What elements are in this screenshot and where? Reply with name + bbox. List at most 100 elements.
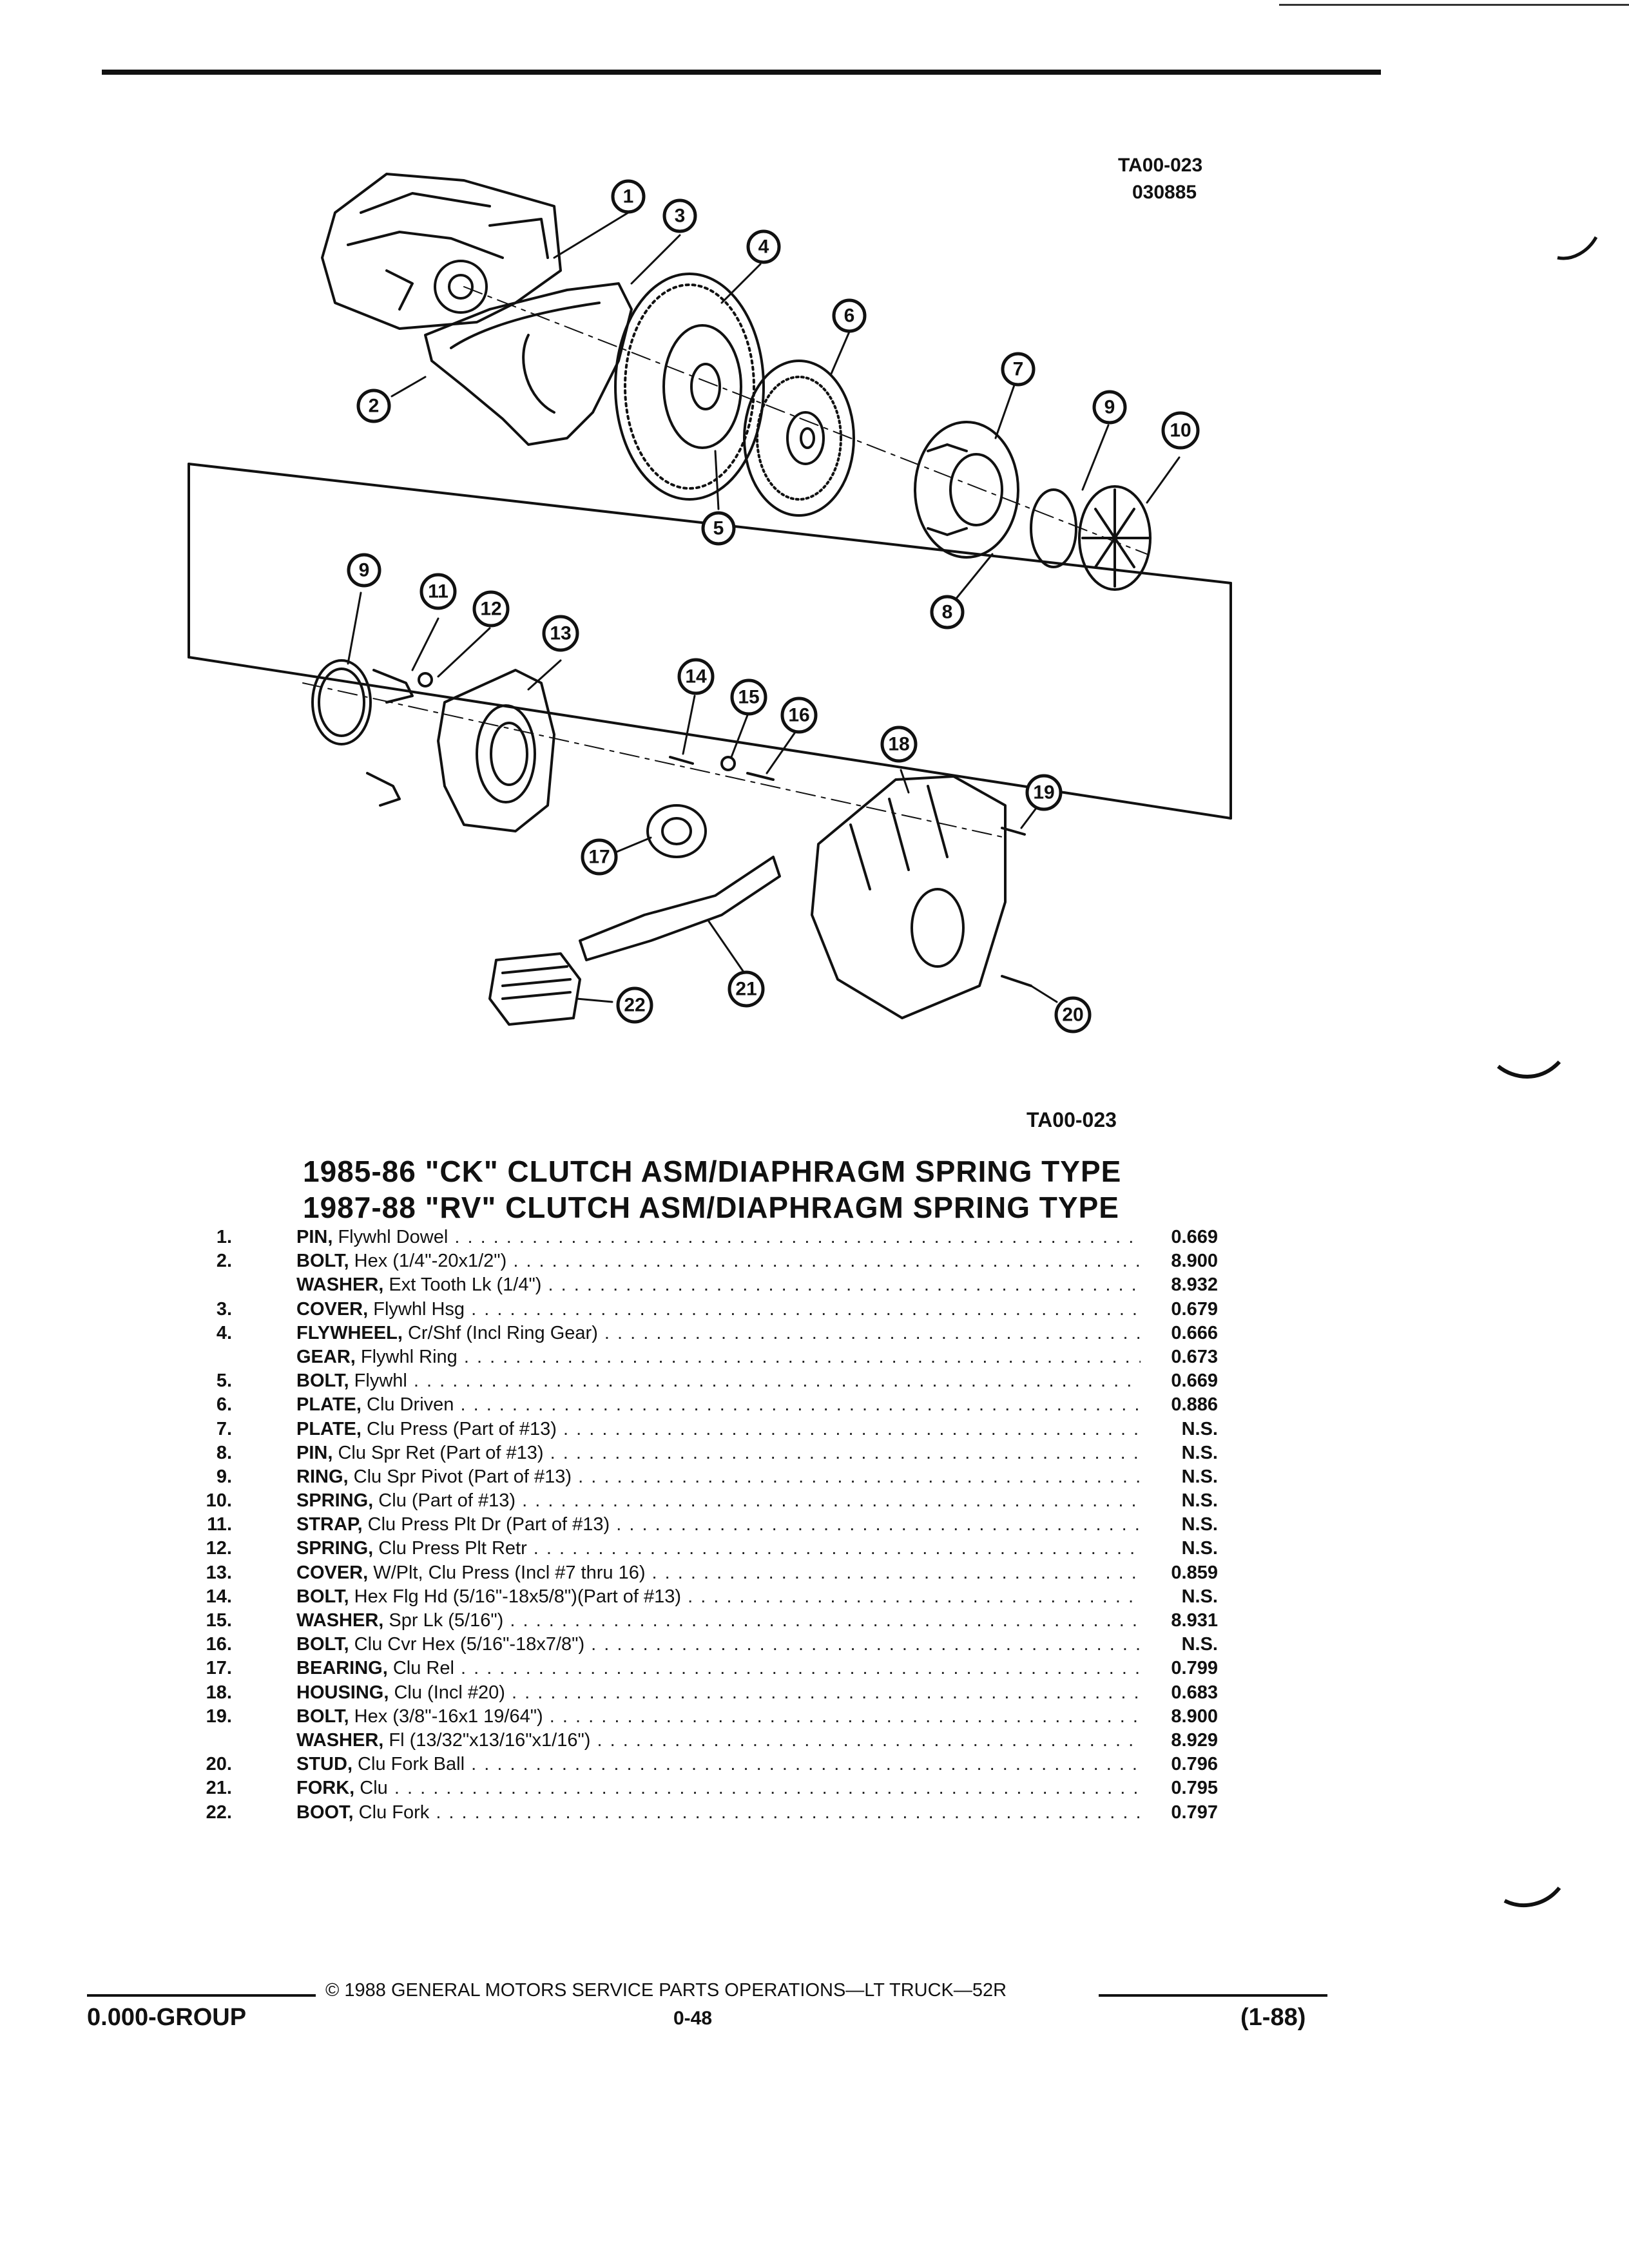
leader-dots: . . . . . . . . . . . . . . . . . . . . … — [688, 1586, 1141, 1607]
part-noun: SPRING, — [296, 1538, 374, 1559]
leader-dots: . . . . . . . . . . . . . . . . . . . . … — [454, 1227, 1141, 1247]
center-lines — [302, 286, 1148, 838]
part-row: 6.PLATE, Clu Driven . . . . . . . . . . … — [187, 1393, 1218, 1417]
part-row: WASHER, Ext Tooth Lk (1/4") . . . . . . … — [187, 1273, 1218, 1297]
leader-dots: . . . . . . . . . . . . . . . . . . . . … — [550, 1442, 1141, 1463]
flywheel-cover — [424, 282, 633, 446]
part-description: BOLT, Hex Flg Hd (5/16"-18x5/8")(Part of… — [296, 1585, 1141, 1609]
part-noun: BOLT, — [296, 1586, 349, 1607]
part-number-index: 7. — [216, 1418, 232, 1439]
part-noun: FORK, — [296, 1778, 355, 1799]
part-modifier: Hex (3/8"-16x1 19/64") — [349, 1706, 543, 1727]
part-row: 16.BOLT, Clu Cvr Hex (5/16"-18x7/8") . .… — [187, 1633, 1218, 1657]
svg-text:16: 16 — [788, 705, 809, 726]
part-description: STRAP, Clu Press Plt Dr (Part of #13) . … — [296, 1513, 1141, 1537]
engine-block — [321, 173, 562, 330]
part-noun: WASHER, — [296, 1274, 384, 1296]
callout-19: 19 — [1025, 774, 1063, 811]
callout-6: 6 — [832, 298, 867, 333]
part-description: WASHER, Spr Lk (5/16") . . . . . . . . .… — [296, 1609, 1141, 1633]
svg-text:22: 22 — [624, 995, 645, 1016]
top-rule — [102, 70, 1381, 75]
callout-7: 7 — [1001, 352, 1036, 387]
margin-mark-2 — [1497, 1060, 1561, 1079]
callout-22: 22 — [616, 986, 653, 1024]
part-modifier: Fl (13/32"x13/16"x1/16") — [383, 1729, 591, 1751]
svg-text:3: 3 — [675, 206, 686, 227]
figure-id-top: TA00-023 — [1118, 155, 1203, 176]
part-number-index: 12. — [206, 1538, 232, 1559]
part-number-index: 2. — [216, 1251, 232, 1272]
title-line-1: 1985-86 "CK" CLUTCH ASM/DIAPHRAGM SPRING… — [303, 1155, 1122, 1188]
part-modifier: Clu (Incl #20) — [389, 1682, 505, 1703]
callout-18: 18 — [880, 726, 918, 763]
footer-copyright: © 1988 GENERAL MOTORS SERVICE PARTS OPER… — [325, 1980, 1007, 2001]
callout-2: 2 — [356, 389, 391, 423]
part-modifier: Flywhl — [349, 1370, 407, 1392]
callout-10: 10 — [1161, 411, 1200, 450]
part-row: WASHER, Fl (13/32"x13/16"x1/16") . . . .… — [187, 1729, 1218, 1753]
group-number: N.S. — [1181, 1466, 1218, 1487]
pivot-ring-top — [1030, 485, 1152, 591]
driven-plate — [743, 360, 855, 517]
svg-text:15: 15 — [738, 687, 759, 708]
leader-dots: . . . . . . . . . . . . . . . . . . . . … — [413, 1370, 1141, 1392]
group-number: 0.799 — [1171, 1658, 1218, 1679]
footer-date-code: (1-88) — [1240, 2004, 1306, 2031]
leader-dots: . . . . . . . . . . . . . . . . . . . . … — [471, 1754, 1141, 1775]
callout-11: 11 — [419, 573, 457, 610]
part-modifier: Hex (1/4"-20x1/2") — [349, 1251, 507, 1272]
svg-text:7: 7 — [1013, 359, 1024, 380]
part-modifier: Clu — [354, 1778, 388, 1799]
part-description: BOOT, Clu Fork . . . . . . . . . . . . .… — [296, 1801, 1141, 1825]
callout-1: 1 — [611, 179, 646, 214]
svg-text:19: 19 — [1033, 782, 1054, 803]
svg-text:21: 21 — [735, 979, 757, 1000]
leader-dots: . . . . . . . . . . . . . . . . . . . . … — [436, 1802, 1141, 1823]
part-row: 20.STUD, Clu Fork Ball . . . . . . . . .… — [187, 1753, 1218, 1776]
group-number: 0.679 — [1171, 1298, 1218, 1320]
part-modifier: Flywhl Dowel — [333, 1227, 448, 1247]
part-number-index: 11. — [207, 1514, 232, 1535]
leader-dots: . . . . . . . . . . . . . . . . . . . . … — [597, 1729, 1141, 1751]
part-number-index: 10. — [206, 1490, 232, 1512]
part-row: 21.FORK, Clu . . . . . . . . . . . . . .… — [187, 1776, 1218, 1800]
svg-text:18: 18 — [888, 734, 909, 755]
part-description: BOLT, Clu Cvr Hex (5/16"-18x7/8") . . . … — [296, 1633, 1141, 1657]
footer-group: 0.000-GROUP — [87, 2004, 247, 2031]
clutch-housing — [811, 775, 1007, 1019]
part-description: BOLT, Flywhl . . . . . . . . . . . . . .… — [296, 1369, 1141, 1393]
svg-text:9: 9 — [359, 560, 370, 581]
leader-dots: . . . . . . . . . . . . . . . . . . . . … — [510, 1610, 1141, 1631]
group-number: 0.669 — [1171, 1370, 1218, 1392]
svg-text:5: 5 — [713, 518, 724, 539]
part-row: GEAR, Flywhl Ring . . . . . . . . . . . … — [187, 1345, 1218, 1369]
group-number: 8.929 — [1171, 1729, 1218, 1751]
svg-text:9: 9 — [1104, 397, 1115, 418]
fork-boot — [488, 952, 581, 1026]
part-row: 17.BEARING, Clu Rel . . . . . . . . . . … — [187, 1657, 1218, 1680]
part-noun: WASHER, — [296, 1729, 384, 1751]
callout-16: 16 — [780, 697, 818, 734]
pressure-cover — [437, 669, 555, 832]
part-modifier: Clu Press (Part of #13) — [361, 1418, 557, 1439]
leader-dots: . . . . . . . . . . . . . . . . . . . . … — [563, 1418, 1141, 1439]
part-modifier: Clu Fork — [353, 1802, 430, 1823]
part-noun: WASHER, — [296, 1610, 384, 1631]
part-noun: BOLT, — [296, 1251, 349, 1272]
figure-id-bottom: TA00-023 — [1027, 1108, 1117, 1131]
part-modifier: Flywhl Hsg — [368, 1298, 465, 1320]
part-row: 12.SPRING, Clu Press Plt Retr . . . . . … — [187, 1537, 1218, 1561]
part-row: 18.HOUSING, Clu (Incl #20) . . . . . . .… — [187, 1681, 1218, 1705]
part-row: 5.BOLT, Flywhl . . . . . . . . . . . . .… — [187, 1369, 1218, 1393]
group-number: N.S. — [1181, 1442, 1218, 1463]
group-number: 0.795 — [1171, 1778, 1218, 1799]
parts-list: 1.PIN, Flywhl Dowel . . . . . . . . . . … — [187, 1225, 1218, 1825]
part-modifier: Clu Spr Pivot (Part of #13) — [348, 1466, 572, 1487]
clutch-fork — [579, 856, 781, 961]
part-description: BOLT, Hex (3/8"-16x1 19/64") . . . . . .… — [296, 1705, 1141, 1729]
part-noun: BEARING, — [296, 1658, 388, 1679]
figure-code-top: 030885 — [1132, 182, 1197, 203]
pivot-ring-lower — [311, 659, 372, 745]
margin-mark-1 — [1557, 236, 1598, 260]
